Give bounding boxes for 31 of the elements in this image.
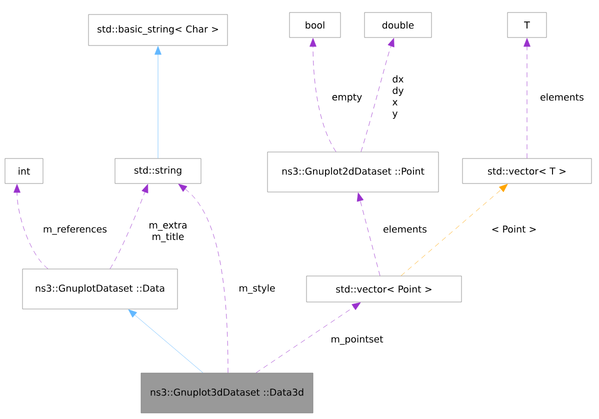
arrow xyxy=(400,184,508,276)
class-box: T xyxy=(507,12,547,38)
arrow xyxy=(178,184,228,373)
class-box: ns3::GnuplotDataset ::Data xyxy=(22,268,178,310)
arrow xyxy=(154,46,162,158)
class-box: ns3::Gnuplot3dDataset ::Data3d xyxy=(140,372,314,414)
arrow xyxy=(524,38,530,158)
arrow xyxy=(310,38,336,152)
class-box: std::vector< Point > xyxy=(306,276,462,302)
edge-label: m_style xyxy=(238,283,276,295)
class-box: int xyxy=(4,158,44,184)
edge-label: elements xyxy=(382,224,428,234)
edge-label: < Point > xyxy=(490,224,538,234)
class-box: ns3::Gnuplot2dDataset ::Point xyxy=(267,152,439,192)
edge-label: empty xyxy=(330,92,364,104)
edge-label: m_extra m_title xyxy=(143,220,193,244)
class-box: std::basic_string< Char > xyxy=(88,14,228,46)
edge-label: elements xyxy=(539,92,585,102)
edge-label: m_pointset xyxy=(330,334,384,346)
arrow xyxy=(360,38,394,152)
class-box: double xyxy=(364,12,432,38)
class-box: std::string xyxy=(114,158,202,184)
class-box: bool xyxy=(289,12,341,38)
arrow xyxy=(128,309,204,373)
arrow xyxy=(356,192,380,276)
class-box: std::vector< T > xyxy=(462,158,592,184)
arrow xyxy=(256,302,361,373)
arrow xyxy=(110,184,148,269)
edge-label: m_references xyxy=(42,224,108,236)
arrow xyxy=(14,184,48,269)
edge-label: dx dy x y xyxy=(391,74,404,120)
